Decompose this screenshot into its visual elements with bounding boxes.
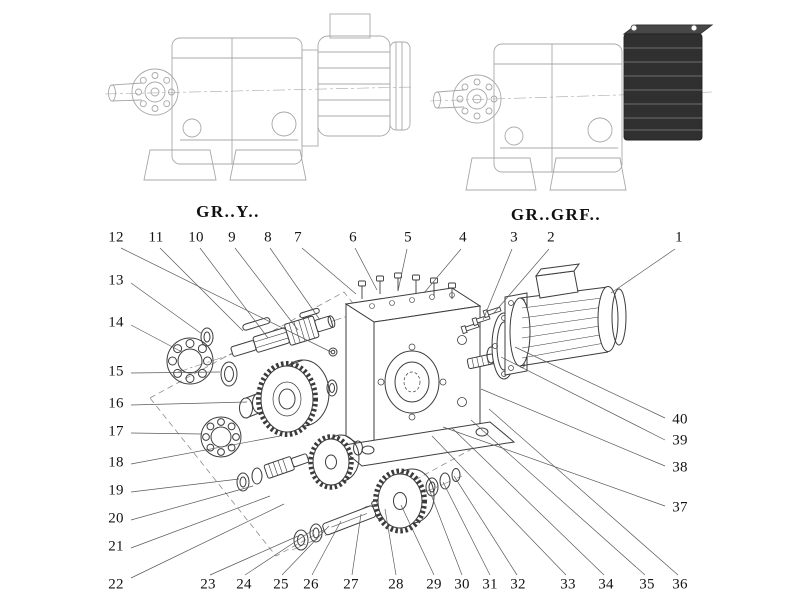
gear-housing-drawing — [336, 287, 516, 467]
callout-18: 18 — [108, 454, 124, 471]
output-shaft-drawing — [293, 468, 461, 551]
variant-label-gr-y: GR..Y.. — [196, 202, 260, 221]
callout-22: 22 — [108, 576, 124, 593]
callout-6: 6 — [349, 229, 357, 246]
motor-drawing — [504, 263, 627, 376]
callout-2: 2 — [547, 229, 555, 246]
callout-25: 25 — [273, 576, 289, 593]
callout-29: 29 — [426, 576, 442, 593]
variant-label-gr-grf: GR..GRF.. — [510, 205, 602, 224]
callout-30: 30 — [454, 576, 470, 593]
callout-37: 37 — [672, 499, 688, 516]
leader-lines — [120, 247, 679, 579]
callout-9: 9 — [228, 229, 236, 246]
callout-1: 1 — [675, 229, 683, 246]
callout-4: 4 — [459, 229, 467, 246]
callout-13: 13 — [108, 272, 124, 289]
gearmotor-gr-grf-drawing — [429, 24, 714, 191]
callout-35: 35 — [639, 576, 655, 593]
callout-38: 38 — [672, 459, 688, 476]
callout-21: 21 — [108, 538, 124, 555]
callout-26: 26 — [303, 576, 319, 593]
callout-19: 19 — [108, 482, 124, 499]
motor-fan-cowl-dark — [622, 24, 714, 141]
callout-14: 14 — [108, 314, 124, 331]
callout-11: 11 — [148, 229, 164, 246]
callout-40: 40 — [672, 411, 688, 428]
callout-16: 16 — [108, 395, 124, 412]
intermediate-pinion-drawing — [236, 434, 363, 492]
callout-27: 27 — [343, 576, 359, 593]
callout-39: 39 — [672, 432, 688, 449]
ball-bearing-drawing — [166, 337, 214, 385]
key-drawing — [242, 317, 271, 331]
callout-20: 20 — [108, 510, 124, 527]
callout-32: 32 — [510, 576, 526, 593]
seal-ring-drawing — [220, 361, 238, 387]
large-gear-drawing — [256, 359, 330, 437]
washer-drawing — [200, 327, 214, 347]
callout-3: 3 — [510, 229, 518, 246]
callout-10: 10 — [188, 229, 204, 246]
callout-8: 8 — [264, 229, 272, 246]
assembly-plane-dashed — [149, 291, 471, 557]
callout-36: 36 — [672, 576, 688, 593]
callout-28: 28 — [388, 576, 404, 593]
cover-bolts-drawing — [358, 272, 456, 299]
callout-17: 17 — [108, 423, 124, 440]
callout-31: 31 — [482, 576, 498, 593]
callout-24: 24 — [236, 576, 252, 593]
callout-12: 12 — [108, 229, 124, 246]
key-small-drawing — [299, 307, 320, 319]
retaining-ring-drawing — [326, 379, 338, 397]
callout-15: 15 — [108, 363, 124, 380]
exploded-view-drawing — [149, 263, 627, 557]
ball-bearing-2-drawing — [200, 416, 242, 458]
callout-33: 33 — [560, 576, 576, 593]
callout-7: 7 — [294, 229, 302, 246]
callout-5: 5 — [404, 229, 412, 246]
input-shaft-drawing — [230, 315, 336, 357]
plug-drawing — [328, 347, 338, 357]
gearmotor-gr-y-drawing — [104, 13, 413, 181]
callout-34: 34 — [598, 576, 614, 593]
callout-23: 23 — [200, 576, 216, 593]
